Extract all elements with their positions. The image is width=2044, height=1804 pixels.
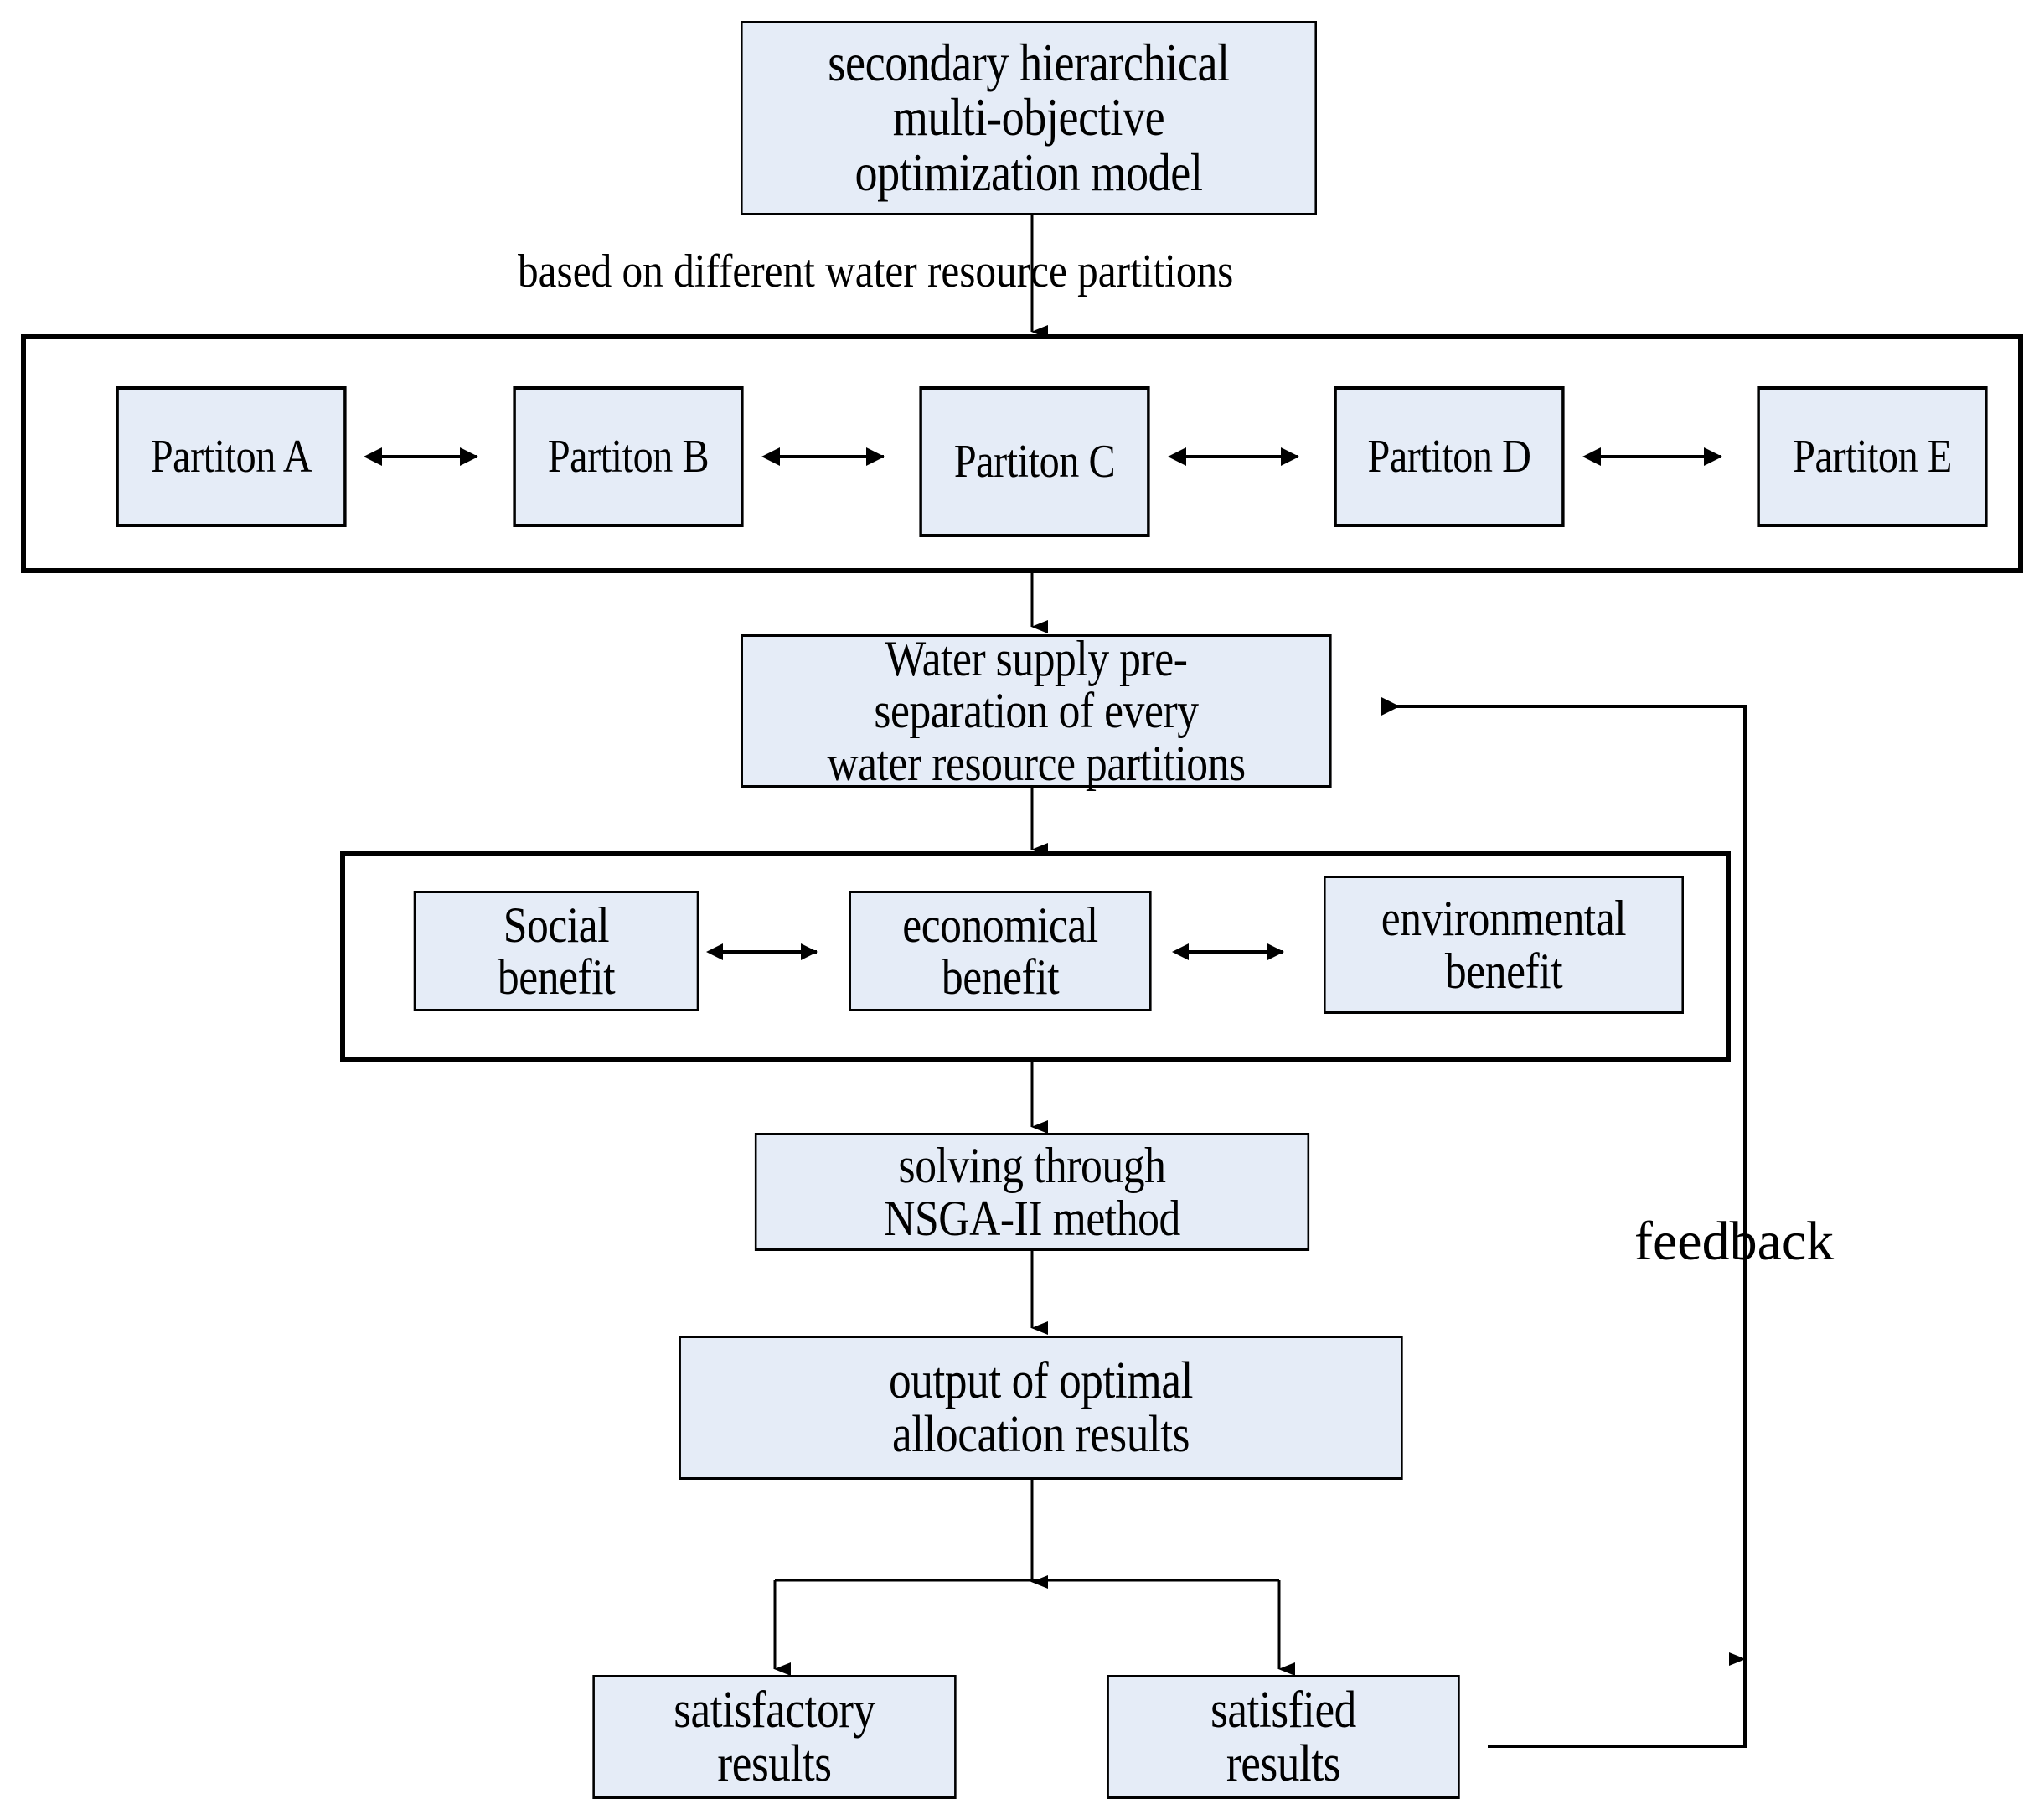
satisfactory-results-node[interactable]: satisfactory results (592, 1675, 957, 1799)
environmental-benefit-node[interactable]: environmental benefit (1324, 876, 1684, 1014)
based-on-label: based on different water resource partit… (518, 246, 1234, 297)
output-node[interactable]: output of optimal allocation results (679, 1336, 1403, 1480)
benefit-group-container (340, 851, 1731, 1062)
economical-benefit-label: economical benefit (902, 897, 1098, 1005)
pre-separation-node-label: Water supply pre- separation of every wa… (827, 630, 1246, 791)
connector-feedback-loop (1381, 697, 1747, 1748)
partition-node-b-label: Partiton B (547, 430, 710, 483)
partition-node-c-label: Partiton C (953, 435, 1116, 488)
model-node[interactable]: secondary hierarchical multi-objective o… (741, 21, 1317, 215)
partition-node-d[interactable]: Partiton D (1334, 386, 1565, 527)
partition-group-container (21, 334, 2023, 573)
pre-separation-node[interactable]: Water supply pre- separation of every wa… (741, 630, 1332, 791)
social-benefit-label: Social benefit (497, 897, 616, 1005)
partition-node-a[interactable]: Partiton A (116, 386, 347, 527)
feedback-label: feedback (1634, 1211, 1835, 1272)
partition-node-e[interactable]: Partiton E (1757, 386, 1988, 527)
partition-node-c[interactable]: Partiton C (919, 386, 1150, 537)
environmental-benefit-label: environmental benefit (1381, 891, 1627, 999)
satisfactory-results-label: satisfactory results (674, 1681, 875, 1792)
partition-node-a-label: Partiton A (150, 430, 312, 483)
economical-benefit-node[interactable]: economical benefit (849, 891, 1152, 1011)
satisfied-results-label: satisfied results (1210, 1681, 1356, 1792)
partition-node-b[interactable]: Partiton B (513, 386, 744, 527)
solving-node-label: solving through NSGA-II method (884, 1138, 1180, 1246)
social-benefit-node[interactable]: Social benefit (413, 891, 699, 1011)
model-node-label: secondary hierarchical multi-objective o… (828, 33, 1230, 202)
output-node-label: output of optimal allocation results (889, 1352, 1193, 1463)
satisfied-results-node[interactable]: satisfied results (1107, 1675, 1460, 1799)
partition-node-e-label: Partiton E (1793, 430, 1952, 483)
solving-node[interactable]: solving through NSGA-II method (754, 1133, 1310, 1251)
partition-node-d-label: Partiton D (1367, 430, 1531, 483)
